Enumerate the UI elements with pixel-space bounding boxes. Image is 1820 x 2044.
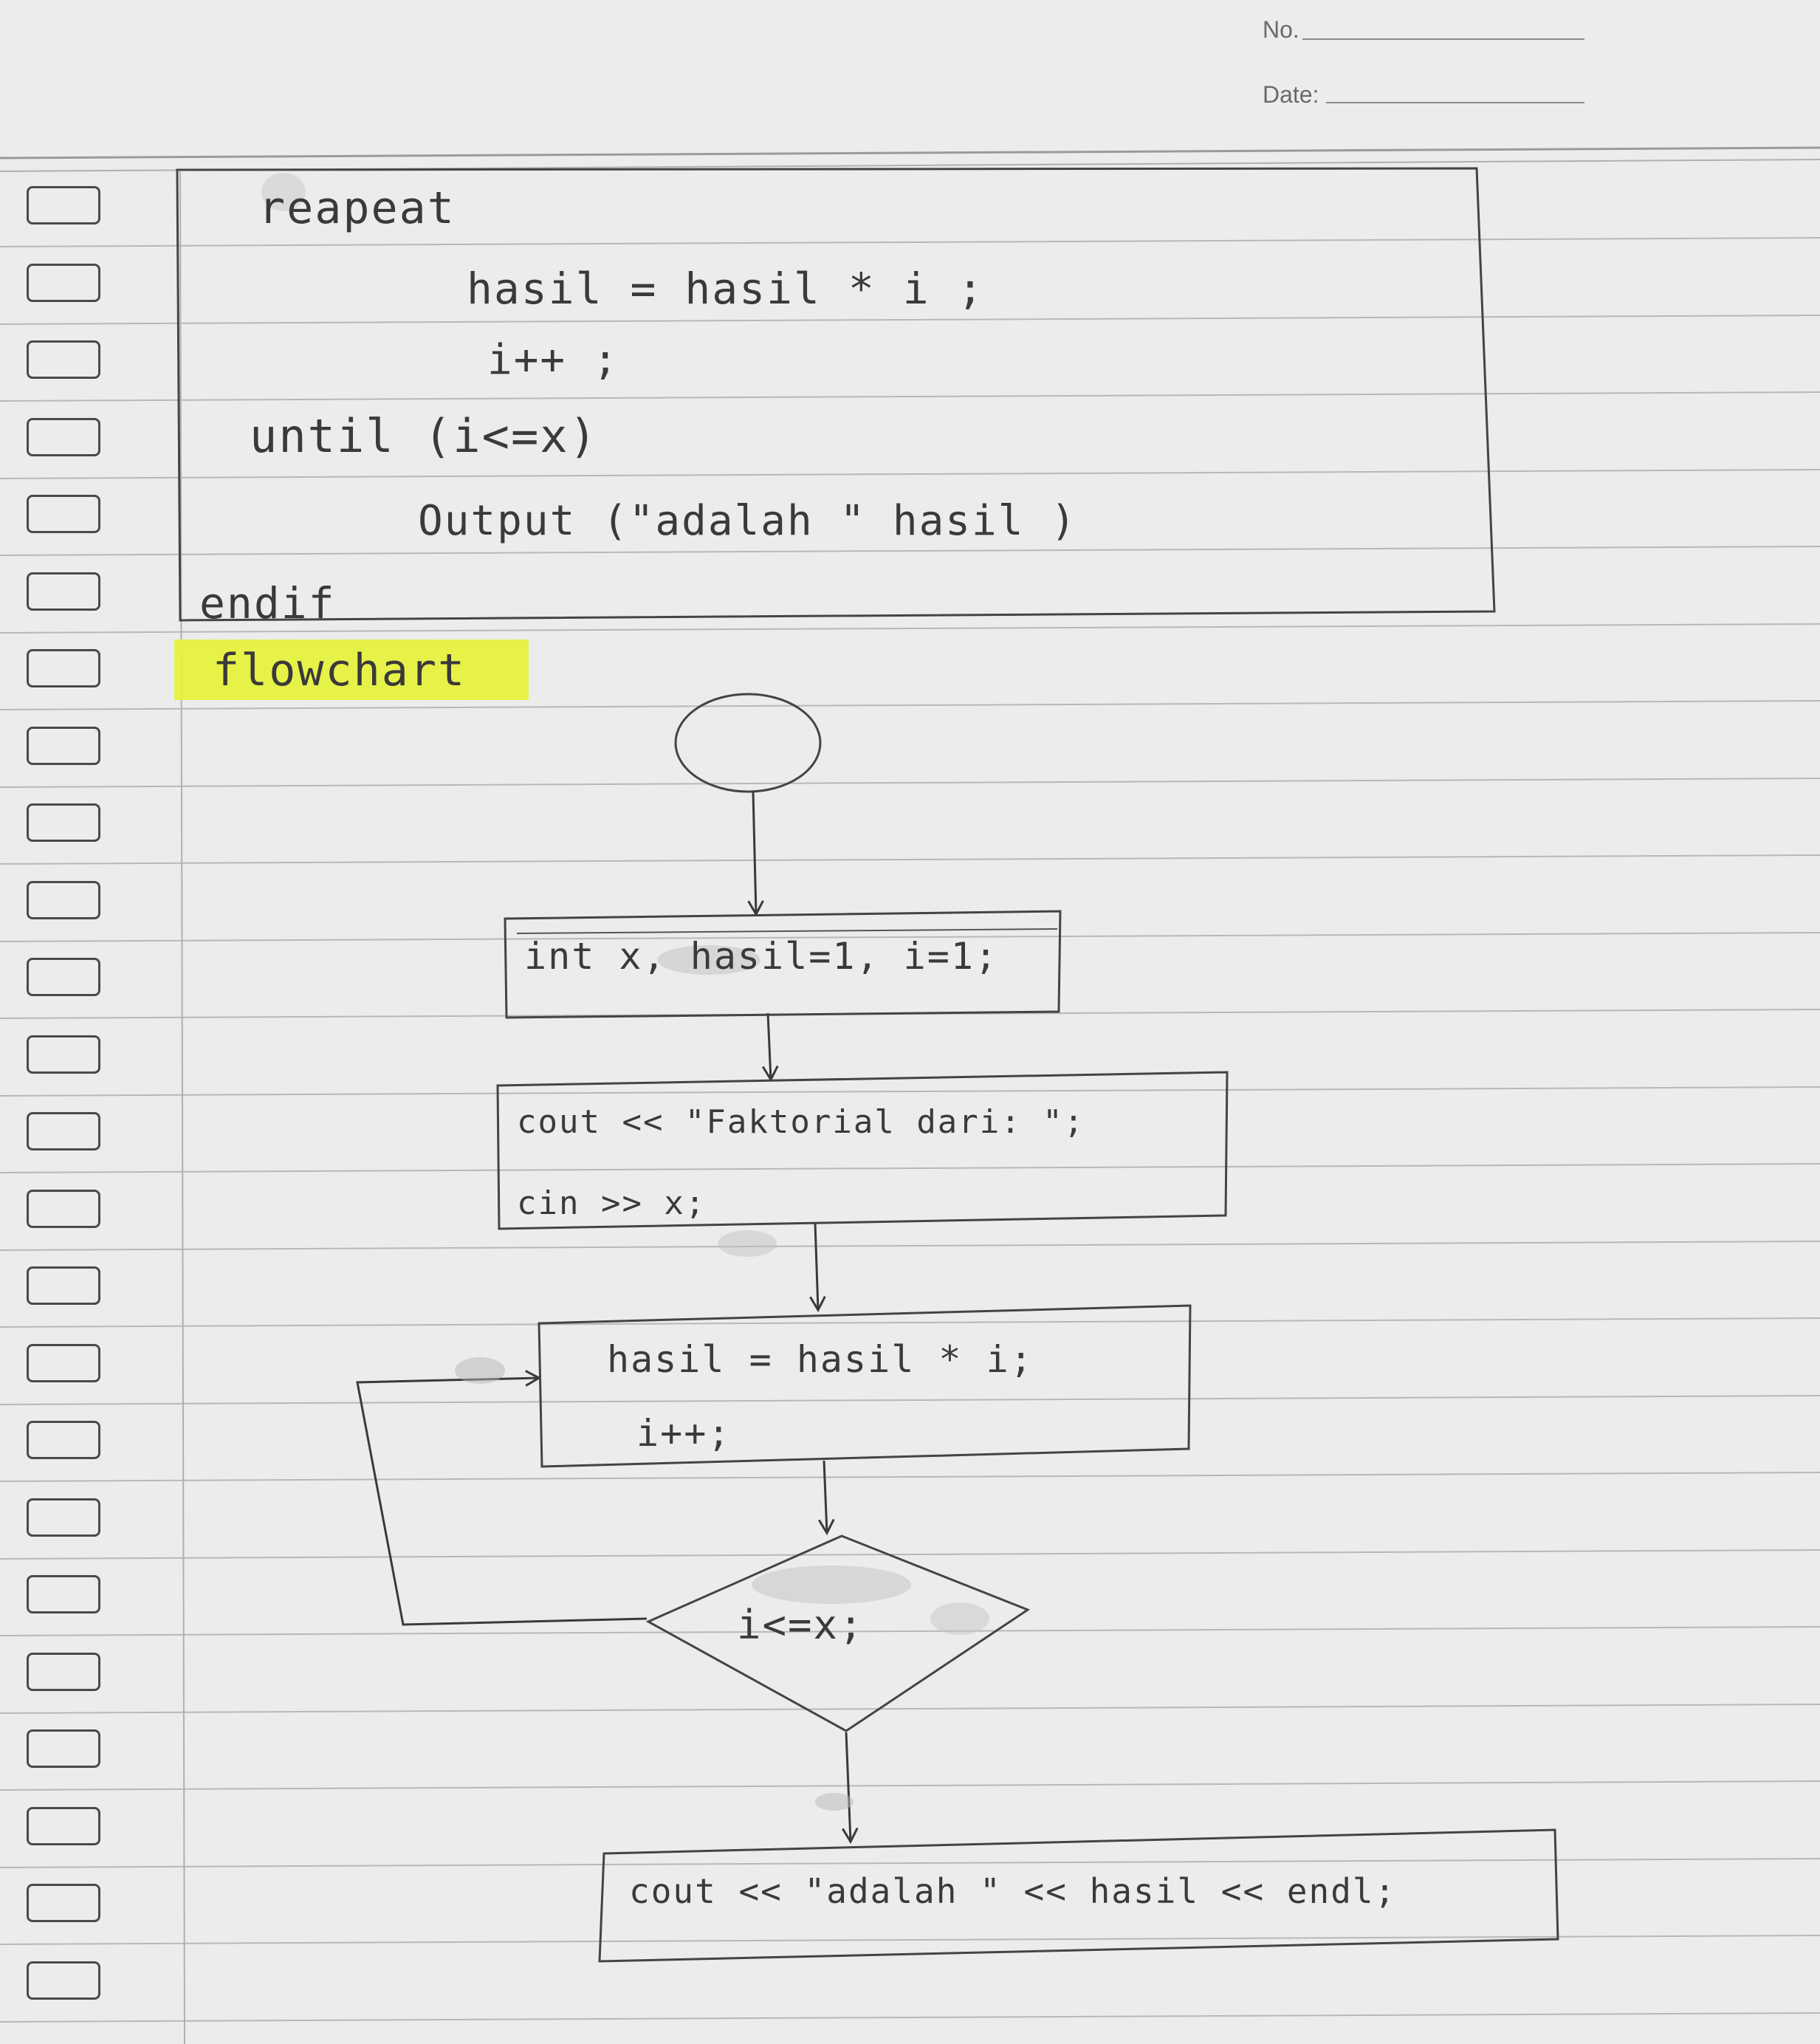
ruled-line bbox=[0, 1163, 1820, 1173]
arrow-decision-to-output bbox=[841, 1732, 859, 1845]
code-box bbox=[176, 167, 1496, 622]
ruled-line bbox=[0, 1780, 1820, 1791]
heading-highlight bbox=[174, 639, 529, 700]
margin-checkbox bbox=[27, 1112, 100, 1150]
arrow-declare-to-input bbox=[761, 1012, 779, 1083]
flowchart-process-box bbox=[538, 1304, 1192, 1468]
ruled-line bbox=[0, 1472, 1820, 1482]
margin-checkbox bbox=[27, 264, 100, 302]
margin-checkbox bbox=[27, 1344, 100, 1382]
margin-checkbox bbox=[27, 1421, 100, 1459]
ruled-line bbox=[0, 700, 1820, 710]
flowchart-output-box bbox=[598, 1828, 1559, 1963]
margin-checkbox bbox=[27, 727, 100, 765]
ruled-line bbox=[0, 1704, 1820, 1714]
margin-checkbox bbox=[27, 495, 100, 533]
margin-checkbox bbox=[27, 1729, 100, 1768]
ruled-line bbox=[0, 391, 1820, 402]
arrow-process-to-decision bbox=[817, 1460, 835, 1536]
margin-checkbox bbox=[27, 340, 100, 379]
margin-checkbox bbox=[27, 186, 100, 224]
margin-checkbox bbox=[27, 803, 100, 842]
flowchart-connectors bbox=[356, 791, 859, 1845]
flowchart-decision-diamond bbox=[645, 1534, 1031, 1732]
margin-checkbox bbox=[27, 1884, 100, 1922]
no-label: No. bbox=[1263, 16, 1299, 43]
ruled-line bbox=[0, 1626, 1820, 1636]
code-output: Output ("adalah " hasil ) bbox=[418, 497, 1077, 545]
ruled-line bbox=[0, 1395, 1820, 1405]
code-until: until (i<=x) bbox=[250, 409, 598, 463]
margin-checkbox bbox=[27, 958, 100, 996]
ruled-line bbox=[0, 1086, 1820, 1097]
ruled-line bbox=[0, 469, 1820, 479]
margin-checkbox bbox=[27, 881, 100, 919]
process-text-line1: hasil = hasil * i; bbox=[607, 1338, 1034, 1381]
code-repeat: reapeat bbox=[258, 182, 456, 234]
process-text-line2: i++; bbox=[636, 1412, 732, 1455]
margin-checkbox bbox=[27, 1498, 100, 1537]
code-body-2: i++ ; bbox=[487, 336, 619, 384]
ruled-line bbox=[0, 1858, 1820, 1868]
arrow-input-to-process bbox=[809, 1222, 826, 1313]
margin-checkbox bbox=[27, 1035, 100, 1074]
ruled-line bbox=[0, 1549, 1820, 1560]
input-text-line1: cout << "Faktorial dari: "; bbox=[517, 1103, 1085, 1141]
ruled-line bbox=[0, 1317, 1820, 1328]
date-underline bbox=[1326, 102, 1584, 103]
input-text-line2: cin >> x; bbox=[517, 1184, 707, 1222]
ruled-line bbox=[0, 932, 1820, 942]
code-body-1: hasil = hasil * i ; bbox=[467, 264, 985, 314]
loop-back-arrow bbox=[356, 1370, 648, 1626]
output-text: cout << "adalah " << hasil << endl; bbox=[629, 1871, 1397, 1911]
section-heading: flowchart bbox=[213, 645, 467, 696]
margin-checkbox bbox=[27, 572, 100, 611]
no-underline bbox=[1302, 38, 1584, 40]
ruled-line bbox=[0, 2012, 1820, 2023]
ruled-line bbox=[0, 623, 1820, 634]
margin-checkbox bbox=[27, 1575, 100, 1613]
margin-line bbox=[179, 171, 185, 2044]
margin-checkbox bbox=[27, 418, 100, 456]
decision-text: i<=x; bbox=[737, 1602, 865, 1648]
margin-checkbox bbox=[27, 1961, 100, 2000]
code-endif: endif bbox=[199, 578, 336, 628]
ruled-line bbox=[0, 546, 1820, 556]
ruled-line bbox=[0, 237, 1820, 247]
header-rule bbox=[0, 146, 1820, 172]
ruled-line bbox=[0, 854, 1820, 865]
margin-checkbox bbox=[27, 1266, 100, 1305]
flowchart-declare-box bbox=[504, 910, 1062, 1019]
flowchart-start-terminator bbox=[674, 693, 822, 793]
margin-checkbox bbox=[27, 1807, 100, 1845]
flowchart-input-box bbox=[496, 1071, 1229, 1230]
margin-checkbox bbox=[27, 1190, 100, 1228]
ruled-line bbox=[0, 315, 1820, 325]
margin-checkbox bbox=[27, 1653, 100, 1691]
ruled-line bbox=[0, 1935, 1820, 1945]
arrow-start-to-declare bbox=[747, 791, 764, 917]
margin-checkbox bbox=[27, 649, 100, 687]
declare-text: int x, hasil=1, i=1; bbox=[524, 935, 999, 978]
ruled-line bbox=[0, 1241, 1820, 1251]
ruled-line bbox=[0, 778, 1820, 788]
date-label: Date: bbox=[1263, 81, 1319, 108]
